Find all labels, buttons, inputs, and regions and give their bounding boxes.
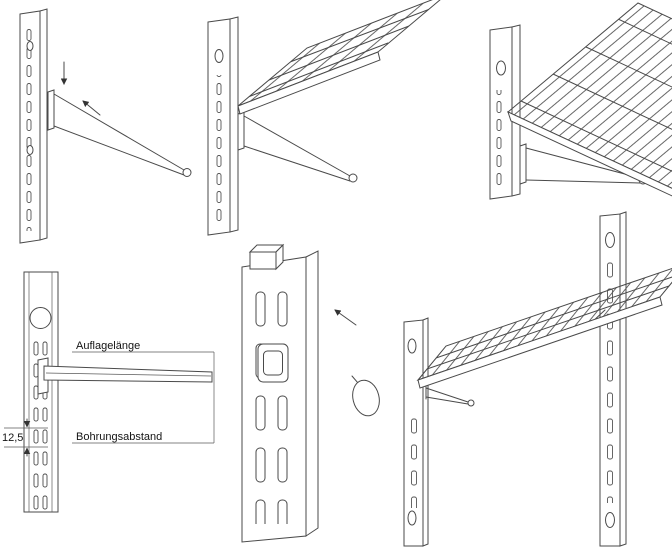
rail-end-cap xyxy=(249,251,277,270)
wall-rail xyxy=(489,24,521,200)
wall-rail xyxy=(19,8,48,244)
hole-spacing-label: Bohrungsabstand xyxy=(76,431,162,443)
bracket-side-view xyxy=(37,357,213,395)
fastener-oval-detail xyxy=(351,375,380,417)
hanging-hole xyxy=(407,338,417,354)
left-wall-rail xyxy=(403,317,429,547)
rail-slots xyxy=(405,412,419,508)
bracket-tip-loop xyxy=(467,399,475,407)
wall-rail-3d xyxy=(241,243,319,543)
hole-spacing-value: 12,5 xyxy=(2,432,23,444)
rail-end-cap xyxy=(275,243,284,271)
shelf-front-lip xyxy=(237,51,381,115)
step-place-shelf-panel xyxy=(207,0,447,236)
dimension-hole-spacing: Bohrungsabstand 12,5 xyxy=(2,418,214,457)
wire-shelf xyxy=(237,0,447,115)
hanging-hole xyxy=(605,232,615,248)
wall-rail-front-view xyxy=(23,271,59,513)
right-wall-rail xyxy=(599,211,627,547)
shelf-bracket xyxy=(237,111,358,183)
hanging-hole xyxy=(214,49,224,63)
hanging-hole xyxy=(496,60,506,76)
adapter-clip xyxy=(257,343,289,383)
dimension-support-length: Auflagelänge xyxy=(72,340,215,443)
step-shelf-seated-panel xyxy=(489,2,672,200)
wall-rail xyxy=(207,16,239,236)
step-hook-bracket-panel xyxy=(19,8,192,244)
hanging-hole xyxy=(26,41,34,51)
hanging-hole xyxy=(407,510,417,526)
support-length-label: Auflagelänge xyxy=(76,340,140,352)
hanging-hole xyxy=(26,145,34,155)
adapter-clip-inner xyxy=(263,350,283,376)
shelf-bracket xyxy=(47,89,192,177)
bracket-tip-loop xyxy=(182,168,192,177)
hanging-hole xyxy=(605,512,615,528)
bracket-tip-loop xyxy=(348,173,358,183)
dimension-detail-panel: Auflagelänge Bohrungsabstand 12,5 xyxy=(2,271,215,513)
final-assembly-panel xyxy=(403,211,672,547)
clip-direction-arrow-icon xyxy=(334,309,357,326)
insert-direction-arrow-icon xyxy=(82,100,101,116)
shelf-front-lip xyxy=(417,296,663,389)
rail-adapter-detail-panel xyxy=(241,243,380,543)
hanging-hole xyxy=(29,307,52,329)
rail-slots xyxy=(495,90,505,190)
rail-slots xyxy=(213,75,223,225)
wire-shelf xyxy=(416,263,672,389)
rail-slots xyxy=(24,26,34,231)
left-shelf-bracket xyxy=(425,385,475,407)
shelf-front-lip xyxy=(507,111,672,197)
rail-slots xyxy=(250,284,298,524)
